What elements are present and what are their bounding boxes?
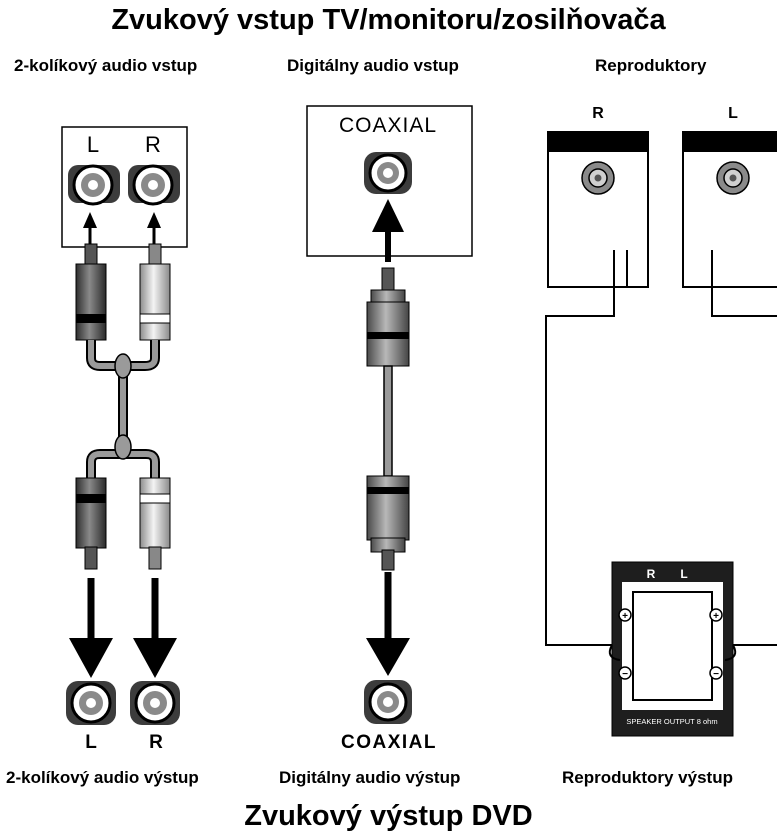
terminal-r-label: R bbox=[647, 567, 656, 581]
terminal-l-label: L bbox=[680, 567, 687, 581]
speaker-right-icon bbox=[547, 131, 649, 288]
digital-output-footer: Digitálny audio výstup bbox=[279, 768, 461, 787]
coaxial-output-jack-icon bbox=[364, 680, 412, 724]
coaxial-plug-lower-icon bbox=[366, 475, 410, 571]
input-left-label: L bbox=[87, 132, 99, 157]
speaker-left-label: L bbox=[728, 105, 738, 122]
rca-output-jack-right-icon bbox=[130, 681, 180, 725]
coaxial-output-arrow bbox=[366, 572, 410, 676]
rca-plug-lower-left-icon bbox=[75, 477, 107, 570]
svg-text:−: − bbox=[713, 669, 719, 680]
coaxial-input-arrow bbox=[372, 199, 404, 262]
terminal-caption: SPEAKER OUTPUT 8 ohm bbox=[626, 717, 717, 726]
speaker-right-label: R bbox=[592, 105, 604, 122]
svg-text:+: + bbox=[622, 611, 628, 622]
speakers-output-footer: Reproduktory výstup bbox=[562, 768, 733, 787]
analog-input-header: 2-kolíkový audio vstup bbox=[14, 56, 198, 75]
rca-plug-upper-right-icon bbox=[139, 243, 171, 341]
diagram-title-bottom: Zvukový výstup DVD bbox=[244, 800, 533, 832]
diagram-title-top: Zvukový vstup TV/monitoru/zosilňovača bbox=[111, 4, 666, 36]
rca-jack-left-icon bbox=[68, 164, 120, 206]
rca-plug-upper-left-icon bbox=[75, 243, 107, 341]
rca-output-jack-left-icon bbox=[66, 681, 116, 725]
analog-output-footer: 2-kolíkový audio výstup bbox=[6, 768, 199, 787]
input-right-label: R bbox=[145, 132, 161, 157]
speaker-output-terminal-icon: + + − − bbox=[608, 561, 737, 737]
digital-input-header: Digitálny audio vstup bbox=[287, 56, 459, 75]
output-right-label: R bbox=[149, 732, 163, 753]
coaxial-plug-upper-icon bbox=[366, 267, 410, 367]
speaker-left-icon bbox=[682, 131, 777, 288]
analog-output-arrows bbox=[69, 578, 177, 678]
output-left-label: L bbox=[85, 732, 97, 753]
speakers-header: Reproduktory bbox=[595, 56, 707, 75]
cable-splitter-upper bbox=[114, 353, 132, 379]
cable-splitter-lower bbox=[114, 434, 132, 460]
rca-jack-right-icon bbox=[128, 164, 180, 206]
analog-input-panel: L R bbox=[61, 126, 188, 248]
coaxial-jack-icon bbox=[364, 152, 412, 194]
coaxial-input-label: COAXIAL bbox=[339, 114, 437, 137]
analog-input-arrows bbox=[83, 212, 161, 245]
coaxial-output-label: COAXIAL bbox=[341, 732, 437, 753]
coaxial-cable bbox=[383, 365, 393, 477]
svg-text:+: + bbox=[713, 611, 719, 622]
svg-text:−: − bbox=[622, 669, 628, 680]
rca-plug-lower-right-icon bbox=[139, 477, 171, 570]
